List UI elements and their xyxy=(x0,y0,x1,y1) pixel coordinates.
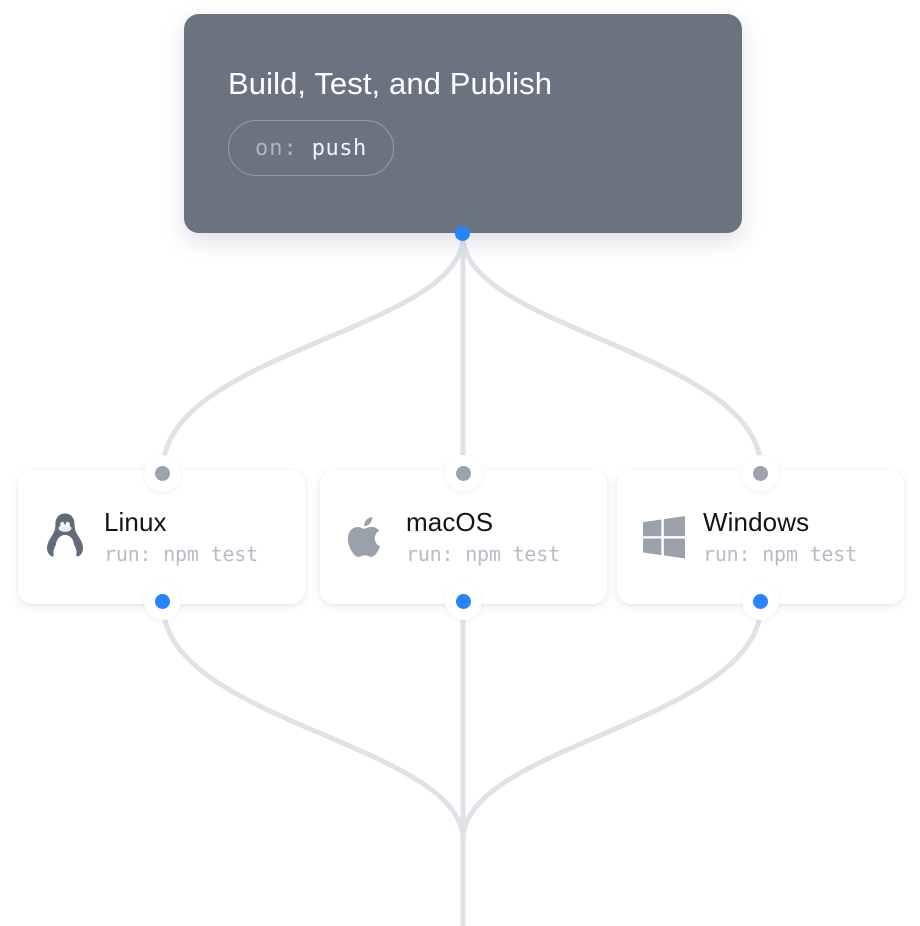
macos-target-handle[interactable] xyxy=(456,466,471,481)
windows-source-handle[interactable] xyxy=(753,594,768,609)
edge-trigger-to-windows xyxy=(460,233,764,473)
edge-trigger-to-linux xyxy=(160,233,466,473)
edge-windows-to-merge xyxy=(460,601,764,843)
trigger-event-badge[interactable]: on: push xyxy=(228,120,394,176)
trigger-source-handle[interactable] xyxy=(455,226,470,241)
job-label: Linux xyxy=(104,506,167,537)
edge-linux-to-merge xyxy=(160,601,466,843)
job-run-command: run: npm test xyxy=(104,541,258,566)
job-text-windows: Windows run: npm test xyxy=(703,507,857,568)
job-run-command: run: npm test xyxy=(406,541,560,566)
linux-source-handle[interactable] xyxy=(155,594,170,609)
job-label: Windows xyxy=(703,506,810,537)
trigger-node[interactable]: Build, Test, and Publish on: push xyxy=(184,14,742,233)
job-text-macos: macOS run: npm test xyxy=(406,507,560,568)
trigger-event-key: on: xyxy=(255,135,298,161)
windows-icon xyxy=(641,511,687,563)
job-text-linux: Linux run: npm test xyxy=(104,507,258,568)
job-node-linux[interactable]: Linux run: npm test xyxy=(18,470,305,604)
job-node-macos[interactable]: macOS run: npm test xyxy=(320,470,607,604)
linux-target-handle[interactable] xyxy=(155,466,170,481)
job-run-command: run: npm test xyxy=(703,541,857,566)
linux-penguin-icon xyxy=(42,511,88,563)
apple-icon xyxy=(344,511,390,563)
job-label: macOS xyxy=(406,506,494,537)
macos-source-handle[interactable] xyxy=(456,594,471,609)
trigger-title: Build, Test, and Publish xyxy=(228,66,553,101)
job-node-windows[interactable]: Windows run: npm test xyxy=(617,470,904,604)
windows-target-handle[interactable] xyxy=(753,466,768,481)
trigger-event-value: push xyxy=(311,135,367,161)
